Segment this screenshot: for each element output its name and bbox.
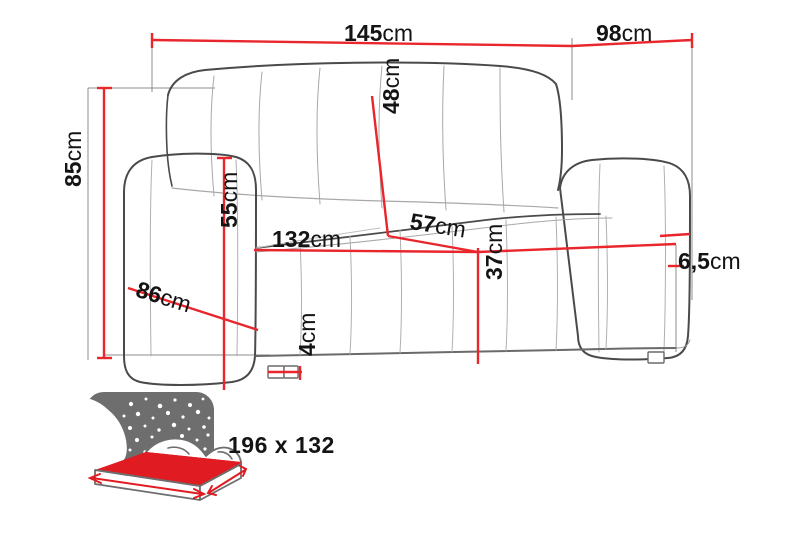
dimension-lines <box>97 33 694 390</box>
dimline-57 <box>387 234 479 254</box>
dimline-86 <box>127 286 259 332</box>
dimension-label-55: 55cm <box>216 171 242 228</box>
dimline-98 <box>571 38 693 48</box>
dimline-145 <box>151 38 573 48</box>
bed-size-label: 196 x 132 <box>228 432 335 458</box>
dimline-132 <box>253 248 479 254</box>
dimension-label-37: 37cm <box>481 223 507 280</box>
dimension-label-65: 6,5cm <box>678 248 741 274</box>
dimline-seat-right <box>477 242 677 254</box>
dimline-48 <box>370 95 390 237</box>
dimension-label-4: 4cm <box>294 312 320 356</box>
dimension-label-98: 98cm <box>596 20 653 46</box>
sofa-illustration <box>123 61 691 386</box>
dimension-label-48: 48cm <box>378 57 404 114</box>
sleeping-bed-icon <box>86 392 248 501</box>
dimension-label-132: 132cm <box>272 226 342 252</box>
dimension-label-85: 85cm <box>60 130 86 187</box>
dimension-label-145: 145cm <box>344 20 414 46</box>
